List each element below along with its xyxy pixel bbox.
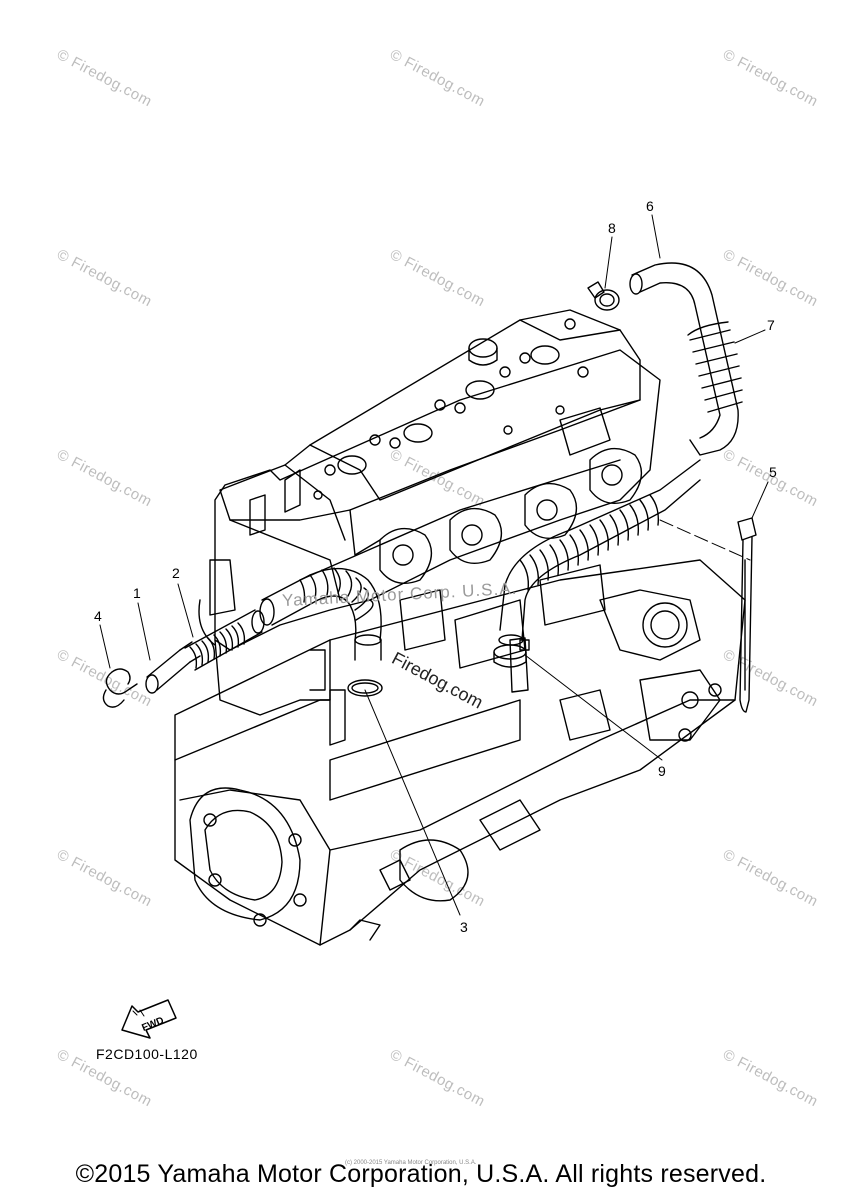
part-2-hose xyxy=(184,609,265,671)
part-6-7-upper-hose xyxy=(629,262,743,456)
callout-number: 8 xyxy=(608,220,616,236)
part-4-clip xyxy=(102,668,138,708)
engine-cylinder-body xyxy=(198,349,661,746)
callout-number: 7 xyxy=(767,317,775,333)
part-9-clamp xyxy=(493,639,530,668)
part-5-cable-tie xyxy=(737,517,757,713)
engine-crankcase xyxy=(174,559,746,946)
part-8-clamp xyxy=(587,281,620,311)
callout-number: 3 xyxy=(460,919,468,935)
fine-print: (c) 2000-2015 Yamaha Motor Corporation, … xyxy=(345,1160,477,1166)
callout-number: 9 xyxy=(658,763,666,779)
callout-number: 1 xyxy=(133,585,141,601)
front-elbow-hose xyxy=(259,567,382,661)
fwd-label: FWD xyxy=(140,1015,165,1034)
callout-number: 4 xyxy=(94,608,102,624)
callout-number: 6 xyxy=(646,198,654,214)
copyright-notice: ©2015 Yamaha Motor Corporation, U.S.A. A… xyxy=(75,1160,767,1188)
callout-number: 2 xyxy=(172,565,180,581)
fwd-arrow-icon: FWD xyxy=(121,999,177,1039)
diagram-code: F2CD100-L120 xyxy=(96,1046,198,1062)
part-1-pipe xyxy=(145,641,201,694)
part-3-o-ring xyxy=(347,679,383,697)
callout-number: 5 xyxy=(769,464,777,480)
leader-lines xyxy=(99,214,769,916)
engine-cylinder-head xyxy=(219,309,641,556)
